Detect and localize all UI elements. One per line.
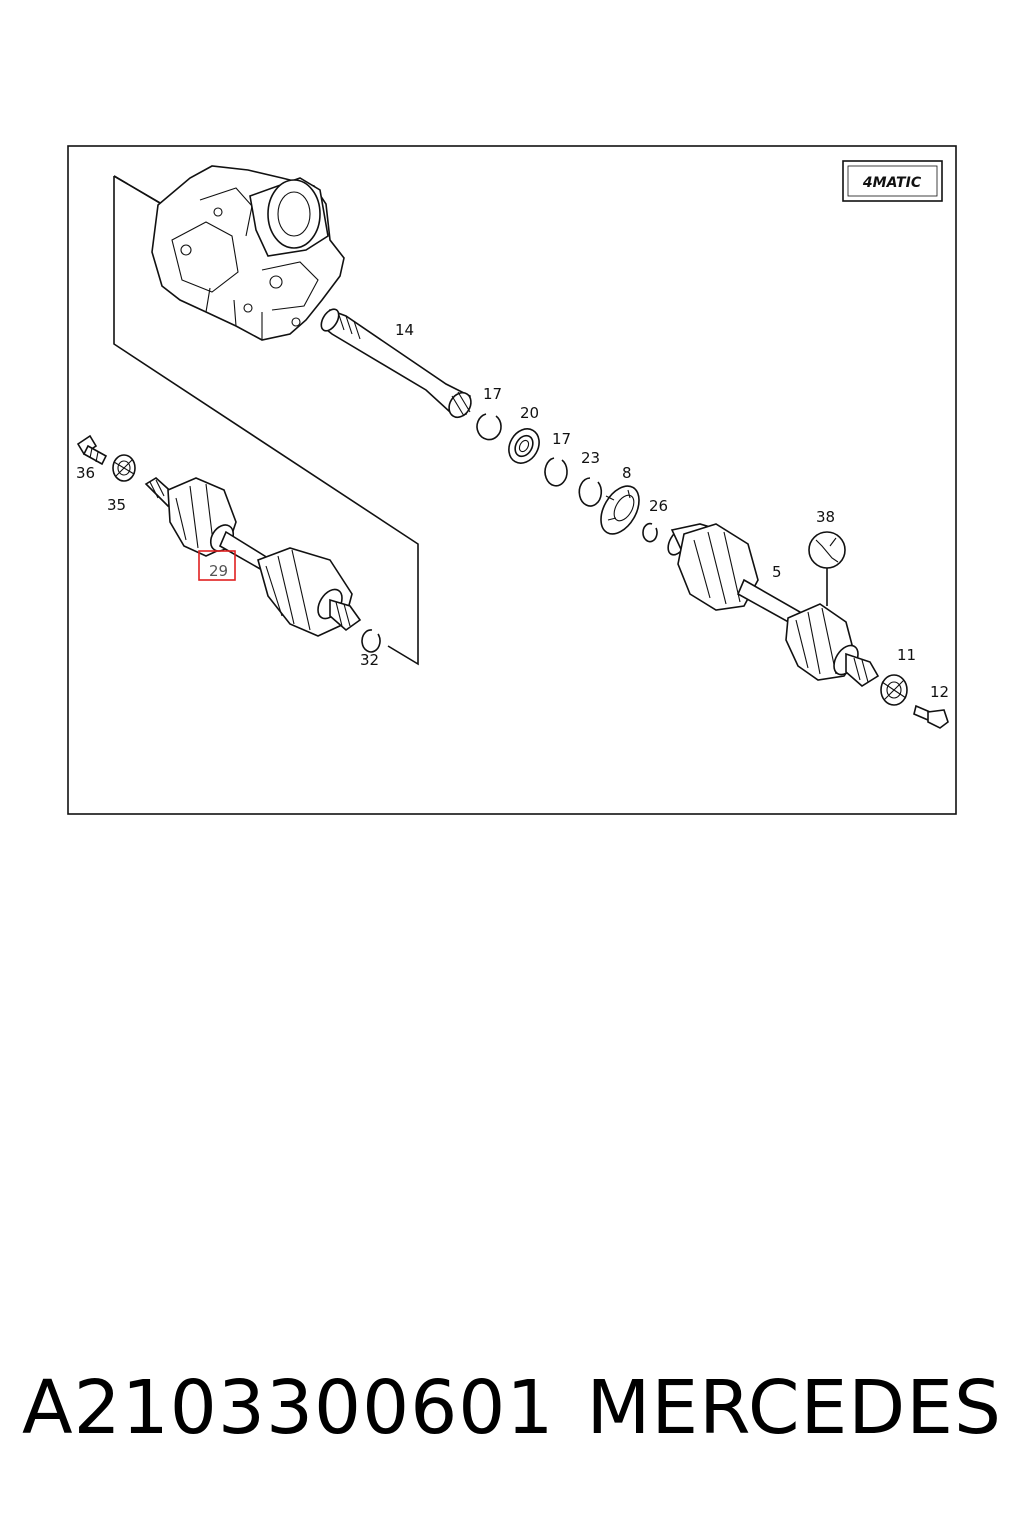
bolt-right — [913, 704, 949, 729]
nut-left — [112, 454, 136, 482]
nut-right — [880, 674, 908, 706]
circlip-left — [361, 629, 381, 653]
callout-32: 32 — [360, 651, 379, 669]
dust-shield — [600, 485, 640, 535]
callout-17a: 17 — [483, 385, 502, 403]
callout-29: 29 — [209, 562, 228, 580]
callout-11: 11 — [897, 646, 916, 664]
4matic-badge: 4MATIC — [842, 160, 943, 202]
callout-23: 23 — [581, 449, 600, 467]
callout-12: 12 — [930, 683, 949, 701]
callout-26: 26 — [649, 497, 668, 515]
left-axle-shaft — [144, 477, 362, 637]
callout-8: 8 — [622, 464, 632, 482]
right-axle-shaft — [667, 523, 880, 687]
4matic-badge-text: 4MATIC — [862, 175, 922, 191]
retaining-clip — [642, 522, 658, 543]
callout-38: 38 — [816, 508, 835, 526]
wrench-icon — [808, 531, 846, 606]
caption: A2103300601 MERCEDES — [0, 1365, 1024, 1475]
callout-20: 20 — [520, 404, 539, 422]
circlip-2 — [544, 457, 568, 487]
brand-name: MERCEDES — [586, 1365, 1002, 1451]
callout-17b: 17 — [552, 430, 571, 448]
snap-ring — [578, 477, 603, 507]
circlip-1 — [476, 413, 502, 441]
bolt-left — [76, 434, 108, 466]
exploded-parts-diagram: 4MATIC — [67, 145, 957, 815]
callout-36: 36 — [76, 464, 95, 482]
callout-5: 5 — [772, 563, 782, 581]
intermediate-shaft — [320, 308, 472, 419]
callout-35: 35 — [107, 496, 126, 514]
diagram-frame — [67, 145, 957, 815]
transfer-case-icon — [151, 165, 345, 341]
bearing — [508, 428, 540, 464]
callout-14: 14 — [395, 321, 414, 339]
part-number: A2103300601 — [22, 1365, 555, 1451]
highlight-box — [198, 550, 236, 581]
